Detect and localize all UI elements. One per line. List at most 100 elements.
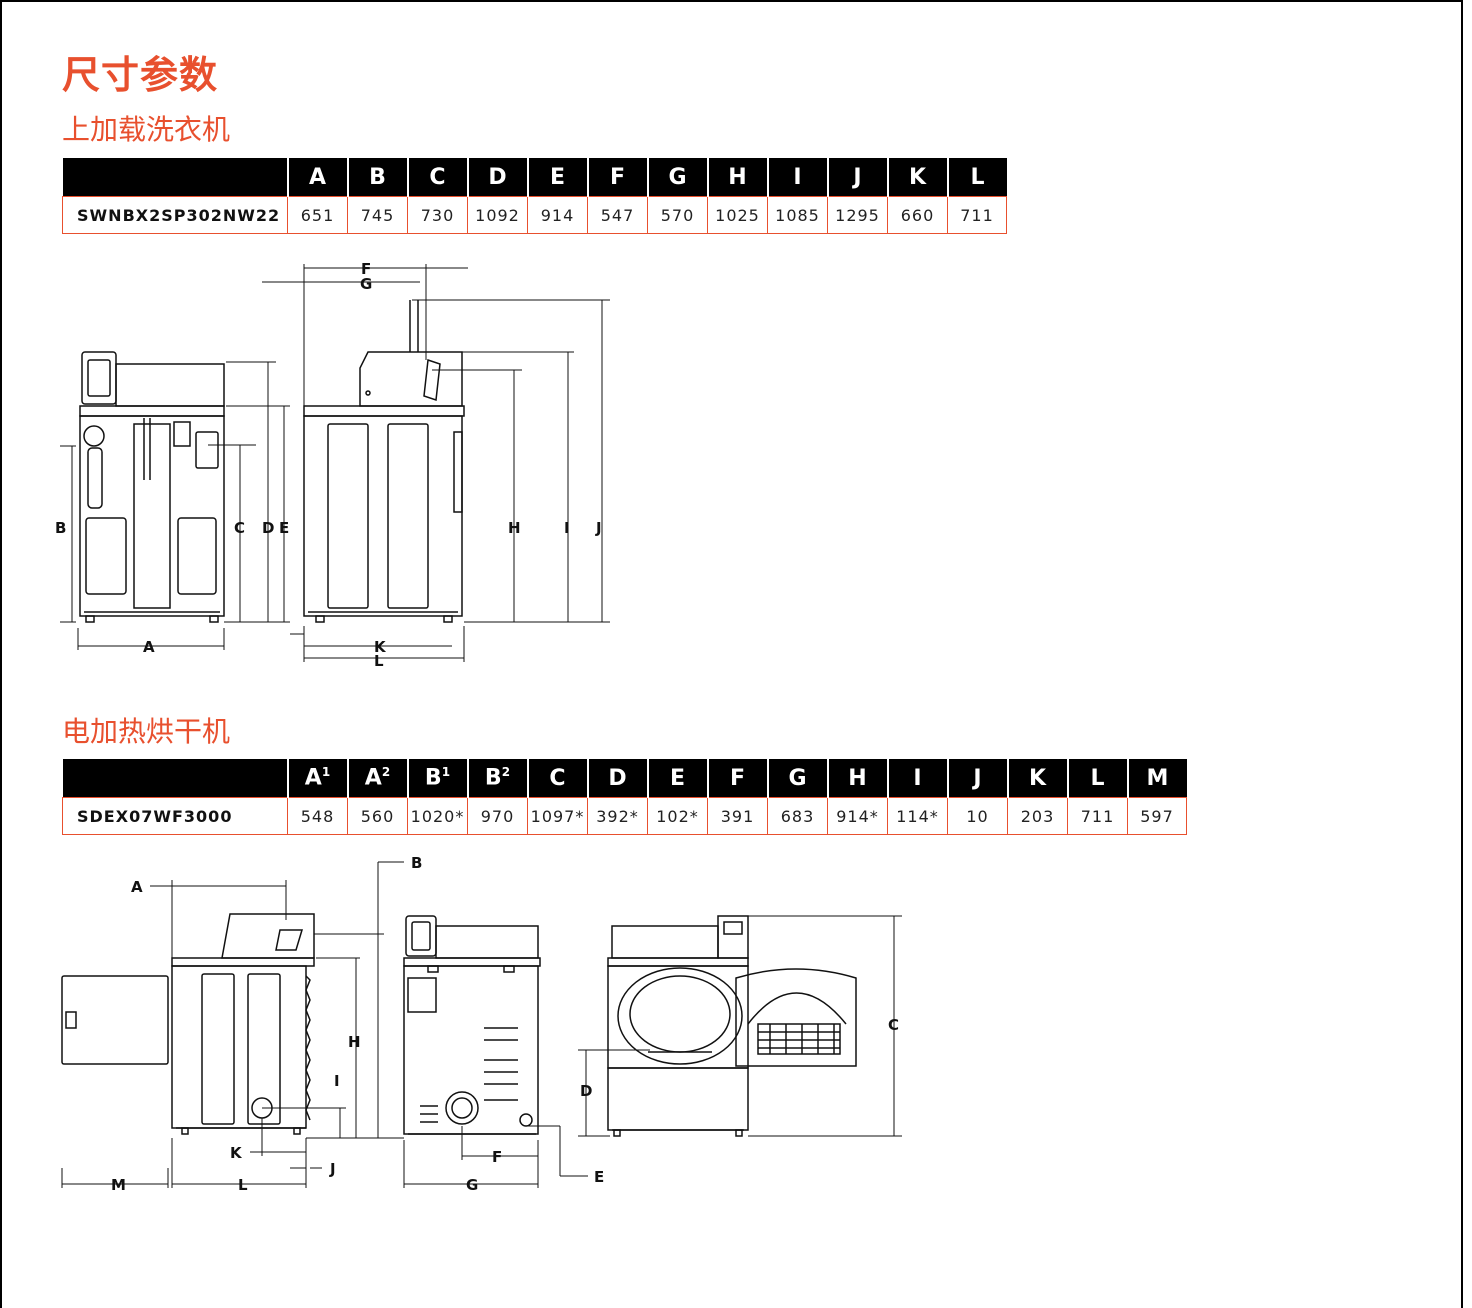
dim-label-k: K [374,638,387,656]
dim-label-g: G [360,275,372,293]
washer-cell: 547 [587,196,648,234]
washer-col-header: F [587,158,649,197]
dim-label-m: M [111,1176,126,1194]
dryer-rear-view [403,915,541,1135]
dryer-col-header: E [647,759,709,798]
dim-label-g: G [466,1176,478,1194]
dryer-col-header: B1 [407,759,469,798]
washer-cell: 570 [647,196,708,234]
dim-label-c: C [234,519,245,537]
dryer-col-header: D [587,759,649,798]
washer-cell: 660 [887,196,948,234]
dryer-col-header: K [1007,759,1069,798]
dim-label-h: H [348,1033,361,1051]
table-row: SDEX07WF3000 548 560 1020* 970 1097* 392… [62,797,1187,835]
washer-table-header: A B C D E F G H I J K L [62,158,1007,197]
dim-label-e: E [594,1168,604,1186]
dryer-col-header: B2 [467,759,529,798]
dim-label-f: F [361,260,371,278]
dryer-front-labels: C D [580,1016,899,1100]
dryer-col-header: A1 [287,759,349,798]
washer-front-labels: B A C D E [55,519,289,656]
washer-side-dimensions [262,264,610,662]
dryer-model: SDEX07WF3000 [62,797,288,835]
dim-label-d: D [262,519,274,537]
dim-label-l: L [374,652,384,670]
washer-cell: 1092 [467,196,528,234]
washer-cell: 1025 [707,196,768,234]
dim-label-d: D [580,1082,592,1100]
dryer-cell: 392* [587,797,648,835]
dim-label-a: A [131,878,143,896]
dim-label-c: C [888,1016,899,1034]
dryer-cell: 914* [827,797,888,835]
dryer-side-labels: A B H I K J M L [111,854,422,1194]
washer-col-header: B [347,158,409,197]
washer-cell: 1085 [767,196,828,234]
dryer-rear-dimensions [403,1125,588,1188]
washer-cell: 1295 [827,196,888,234]
dryer-front-open-view [607,915,857,1137]
table-row: SWNBX2SP302NW22 651 745 730 1092 914 547… [62,196,1007,234]
washer-col-header: L [947,158,1007,197]
dim-label-h: H [508,519,521,537]
dryer-col-header: G [767,759,829,798]
washer-front-view [79,351,225,623]
dim-label-b: B [411,854,422,872]
dryer-rear-labels: F G E [466,1148,604,1194]
washer-col-header: G [647,158,709,197]
washer-col-header: C [407,158,469,197]
dryer-cell: 711 [1067,797,1128,835]
dryer-col-header: F [707,759,769,798]
dryer-col-header: I [887,759,949,798]
dryer-spec-table: A1 A2 B1 B2 C D E F G H I J K L M SDEX07… [62,759,1187,835]
dryer-col-header: A2 [347,759,409,798]
dim-label-i: I [564,519,570,537]
washer-cell: 730 [407,196,468,234]
dim-label-j: J [329,1160,336,1178]
dim-label-l: L [238,1176,248,1194]
washer-cell: 745 [347,196,408,234]
washer-front-dimensions [60,361,290,650]
washer-model: SWNBX2SP302NW22 [62,196,288,234]
dryer-cell: 1020* [407,797,468,835]
dryer-cell: 970 [467,797,528,835]
washer-col-header: J [827,158,889,197]
dryer-col-header: C [527,759,589,798]
dim-label-f: F [492,1148,502,1166]
washer-cell: 914 [527,196,588,234]
dim-label-a: A [143,638,155,656]
washer-col-header: A [287,158,349,197]
washer-col-header: E [527,158,589,197]
dryer-side-dimensions [61,861,404,1188]
dryer-cell: 391 [707,797,768,835]
dryer-table-header: A1 A2 B1 B2 C D E F G H I J K L M [62,759,1187,798]
washer-col-header: D [467,158,529,197]
dryer-col-header: J [947,759,1009,798]
washer-side-view [303,300,465,623]
washer-side-labels: F G H I J K L [360,260,602,670]
dryer-cell: 10 [947,797,1008,835]
dim-label-e: E [279,519,289,537]
dim-label-j: J [595,519,602,537]
washer-col-header: I [767,158,829,197]
washer-col-header: K [887,158,949,197]
washer-section-title: 上加载洗衣机 [62,113,231,146]
washer-spec-table: A B C D E F G H I J K L SWNBX2SP302NW22 … [62,158,1007,234]
dim-label-k: K [230,1144,243,1162]
washer-col-header: H [707,158,769,197]
dryer-side-view [61,913,315,1135]
dryer-cell: 203 [1007,797,1068,835]
dryer-cell: 683 [767,797,828,835]
dryer-header-blank [62,759,289,798]
dryer-col-header: L [1067,759,1129,798]
washer-cell: 651 [287,196,348,234]
washer-cell: 711 [947,196,1007,234]
dim-label-i: I [334,1072,340,1090]
dryer-cell: 102* [647,797,708,835]
dryer-cell: 597 [1127,797,1187,835]
dryer-cell: 548 [287,797,348,835]
dryer-cell: 560 [347,797,408,835]
